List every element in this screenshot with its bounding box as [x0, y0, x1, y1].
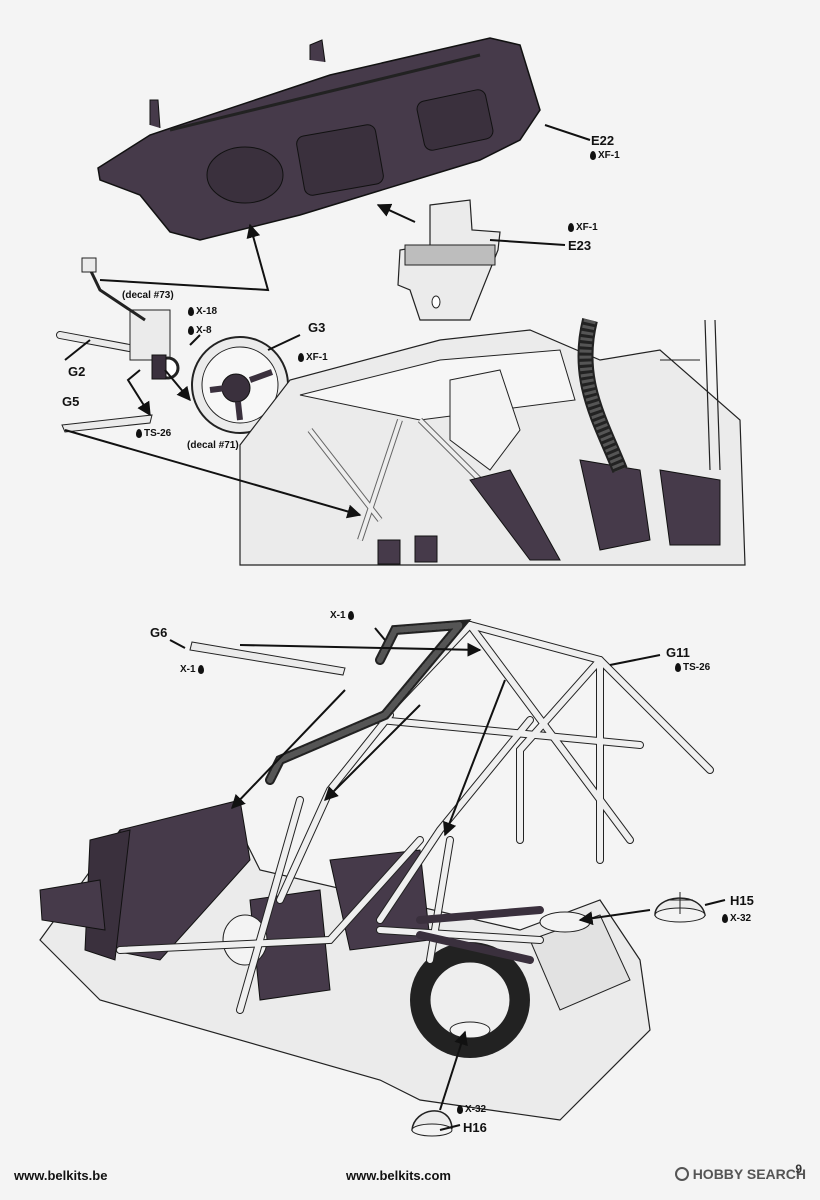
- paint-callout-e22: XF-1: [590, 150, 620, 161]
- g2-leader-line: [64, 339, 91, 361]
- column-to-dash-arrow: [99, 223, 270, 292]
- shifter-g5: [61, 414, 153, 433]
- paint-callout-e23: XF-1: [568, 222, 598, 233]
- paint-code: X-18: [196, 306, 218, 317]
- bar-g6: [189, 641, 346, 676]
- h16-leader: [439, 1124, 461, 1131]
- paint-drop-icon: [675, 663, 681, 672]
- paint-drop-icon: [197, 665, 204, 674]
- h15-leader: [704, 899, 726, 906]
- paint-drop-icon: [347, 611, 354, 620]
- paint-code: X-1: [330, 610, 346, 621]
- part-label-g11: G11: [666, 645, 690, 660]
- e23-leader-line: [489, 239, 566, 246]
- paint-callout-x18: X-18: [188, 306, 217, 317]
- g6-leader: [169, 639, 186, 649]
- watermark-logo-icon: [674, 1167, 689, 1181]
- paint-code: X-8: [196, 325, 212, 336]
- g3-leader-line: [267, 334, 301, 351]
- paint-drop-icon: [590, 151, 596, 160]
- footer-center-url[interactable]: www.belkits.com: [346, 1168, 451, 1183]
- paint-drop-icon: [136, 429, 142, 438]
- footer-left-url[interactable]: www.belkits.be: [14, 1168, 108, 1183]
- part-label-e22: E22: [591, 133, 615, 148]
- paint-drop-icon: [722, 914, 728, 923]
- paint-code: X-32: [465, 1104, 487, 1115]
- watermark-text: HOBBY SEARCH: [692, 1166, 806, 1182]
- part-label-g6: G6: [150, 625, 168, 640]
- x18-leader: [189, 334, 201, 346]
- part-label-g2: G2: [68, 364, 86, 379]
- h15-arrow: [578, 909, 651, 926]
- steering-column-g2: [56, 257, 180, 380]
- paint-code: X-1: [180, 664, 196, 675]
- g11-leader: [609, 654, 661, 666]
- part-label-e23: E23: [568, 238, 592, 253]
- paint-code: XF-1: [576, 222, 598, 233]
- g5-to-tub-arrow: [64, 429, 362, 519]
- paint-callout-g5: TS-26: [136, 428, 171, 439]
- paint-code: TS-26: [144, 428, 172, 439]
- paint-code: TS-26: [683, 662, 711, 673]
- part-label-h15: H15: [730, 893, 754, 908]
- e22-leader-line: [544, 124, 591, 141]
- paint-drop-icon: [568, 223, 574, 232]
- cage-arrow-mid: [324, 704, 421, 801]
- paint-callout-g11: TS-26: [675, 662, 710, 673]
- x1-leader: [374, 627, 386, 641]
- decal-label-73: (decal #73): [122, 290, 174, 301]
- h16-arrow: [439, 1030, 468, 1111]
- body-shell-bottom: [39, 799, 651, 1121]
- part-label-h16: H16: [463, 1120, 487, 1135]
- stalk-arrow-2: [164, 369, 191, 402]
- paint-drop-icon: [457, 1105, 463, 1114]
- paint-callout-h15: X-32: [722, 913, 751, 924]
- g6-arrow: [239, 642, 482, 657]
- body-tub-top: [239, 318, 746, 566]
- part-label-g5: G5: [62, 394, 80, 409]
- cap-h15: [654, 892, 706, 923]
- paint-drop-icon: [298, 353, 304, 362]
- paint-callout-x8: X-8: [188, 325, 212, 336]
- decal-label-71: (decal #71): [187, 440, 239, 451]
- paint-drop-icon: [188, 307, 194, 316]
- paint-drop-icon: [188, 326, 194, 335]
- page-number: 9: [795, 1162, 802, 1176]
- cage-arrow-right: [443, 679, 506, 837]
- console-e23: [397, 199, 501, 321]
- watermark: HOBBY SEARCH: [674, 1166, 806, 1182]
- cage-arrow-left: [231, 689, 346, 810]
- e23-to-e22-arrow: [376, 203, 416, 223]
- dashboard-e22: [97, 37, 541, 241]
- paint-code: XF-1: [306, 352, 328, 363]
- paint-callout-h16: X-32: [457, 1104, 486, 1115]
- cap-h16: [411, 1110, 453, 1137]
- paint-callout-cage-top: X-1: [330, 610, 354, 621]
- paint-code: XF-1: [598, 150, 620, 161]
- paint-callout-g3: XF-1: [298, 352, 328, 363]
- paint-callout-g6: X-1: [180, 664, 204, 675]
- stalk-arrow-1: [126, 369, 151, 417]
- paint-code: X-32: [730, 913, 752, 924]
- part-label-g3: G3: [308, 320, 326, 335]
